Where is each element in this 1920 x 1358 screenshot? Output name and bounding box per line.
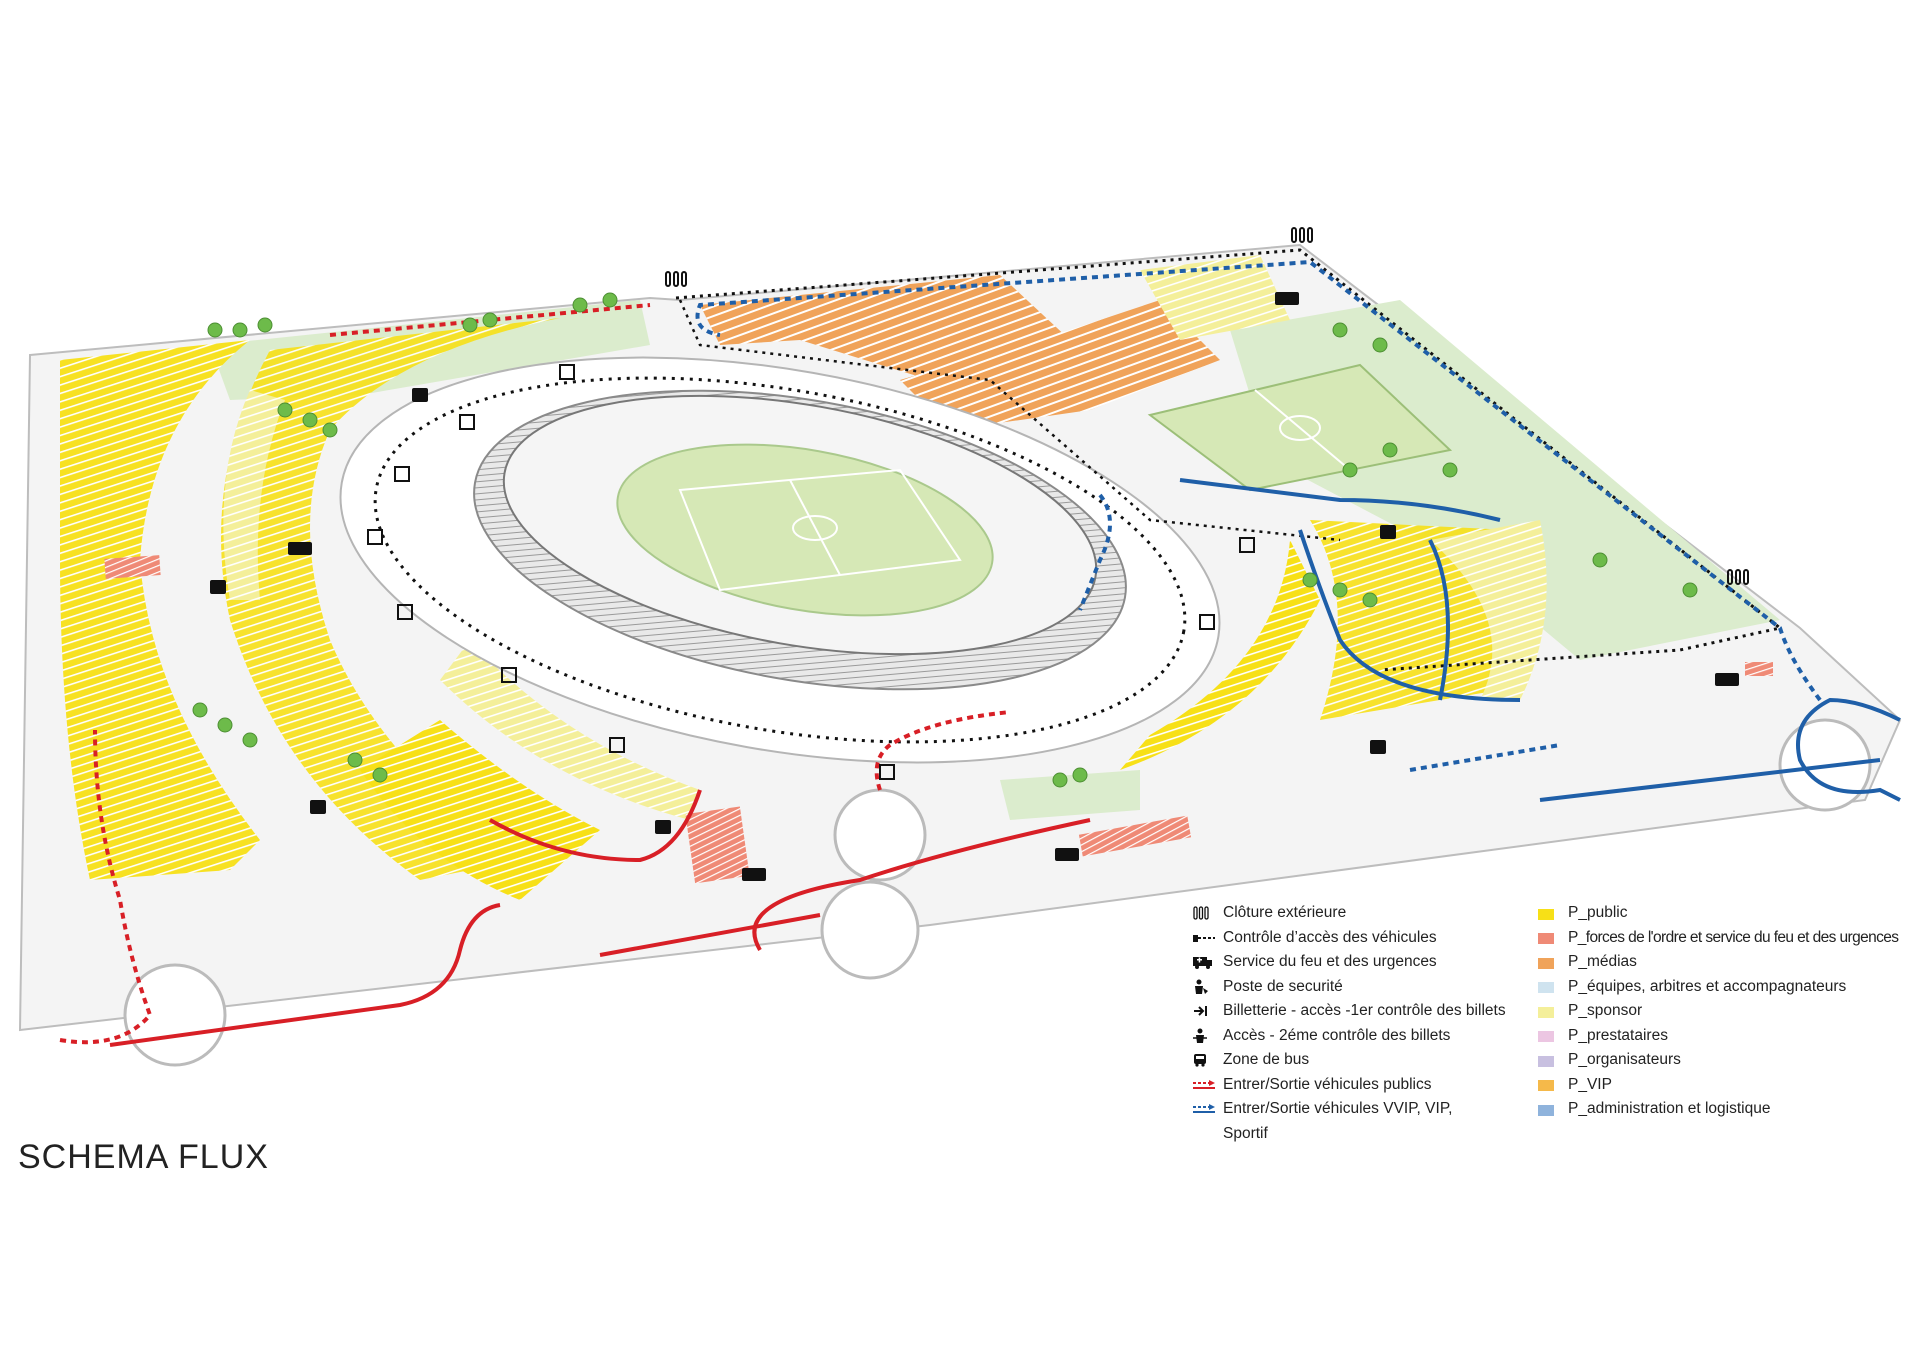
green-area-south [1000, 770, 1140, 820]
swatch-public [1538, 908, 1554, 920]
legend-label: Service du feu et des urgences [1223, 953, 1437, 970]
legend-item: P_public [1538, 901, 1918, 926]
legend-label: Contrôle d’accès des véhicules [1223, 928, 1437, 946]
parking-police-south [685, 806, 750, 884]
parking-public-southeast [1120, 540, 1320, 770]
swatch-vip [1538, 1080, 1554, 1091]
parking-public-west-outer [60, 340, 260, 880]
parking-sponsor-south [440, 640, 700, 820]
legend-item: P_organisateurs [1538, 1048, 1918, 1073]
legend-item: P_sponsor [1538, 999, 1918, 1024]
diagram-title: SCHEMA FLUX [18, 1138, 269, 1176]
legend-label: P_sponsor [1568, 1002, 1643, 1019]
inner-fence [678, 299, 1341, 542]
legend-item: P_prestataires [1538, 1024, 1918, 1049]
parking-public-west-inner [221, 318, 560, 880]
security-post-icon [1193, 975, 1223, 999]
swatch-admin [1538, 1104, 1554, 1116]
access-turnstile-icon [1193, 1024, 1223, 1048]
swatch-organisers [1538, 1055, 1554, 1067]
fire-truck-icon [1193, 950, 1223, 974]
parking-police-east [1745, 662, 1773, 676]
legend-label: P_prestataires [1568, 1026, 1668, 1044]
fence-icon [1193, 901, 1223, 925]
legend-item: Accès - 2éme contrôle des billets [1193, 1024, 1558, 1049]
parking-media-north [700, 275, 1070, 380]
legend-label: Billetterie - accès -1er contrôle des bi… [1223, 1002, 1506, 1019]
palm-trees [192, 292, 1698, 788]
legend-item: P_administration et logistique [1538, 1097, 1918, 1122]
stadium [473, 389, 1127, 691]
vip-vehicle-routes [695, 259, 1901, 802]
public-vehicle-routes [59, 303, 1091, 1047]
legend-item: Poste de securité [1193, 975, 1558, 1000]
legend-label: P_forces de l'ordre et service du feu et… [1568, 928, 1899, 946]
parking-sponsor-west [223, 390, 285, 600]
parking-sponsor-east [1430, 520, 1547, 700]
security-perimeter [373, 376, 1187, 744]
legend-item: Service du feu et des urgences [1193, 950, 1558, 975]
legend-item: P_VIP [1538, 1073, 1918, 1098]
legend-label: P_organisateurs [1568, 1051, 1681, 1068]
parking-public-south [360, 720, 600, 900]
legend-item: P_équipes, arbitres et accompagnateurs [1538, 975, 1918, 1000]
legend-label: Entrer/Sortie véhicules VVIP, VIP, Sport… [1223, 1100, 1453, 1142]
fence-marker-1 [665, 271, 687, 287]
parking-police-west [104, 555, 161, 579]
swatch-police [1538, 933, 1554, 944]
legend-item: Zone de bus [1193, 1048, 1558, 1073]
swatch-teams [1538, 982, 1554, 993]
legend-label: Poste de securité [1223, 977, 1343, 995]
legend-symbols: Clôture extérieure Contrôle d’accès des … [1193, 901, 1558, 1146]
legend-item: P_médias [1538, 950, 1918, 975]
legend-label: P_médias [1568, 953, 1637, 970]
legend-label: P_administration et logistique [1568, 1100, 1771, 1117]
ticket-gate-marker [367, 364, 1255, 780]
legend-item: P_forces de l'ordre et service du feu et… [1538, 926, 1918, 951]
swatch-media [1538, 957, 1554, 969]
blue-dashed-arrow-icon [1193, 1097, 1223, 1121]
legend-label: Clôture extérieure [1223, 904, 1347, 921]
fence-marker-3 [1727, 569, 1749, 585]
parking-police-southeast [1078, 815, 1192, 857]
legend-item: Contrôle d’accès des véhicules [1193, 926, 1558, 951]
legend-label: P_VIP [1568, 1075, 1612, 1093]
legend-label: Accès - 2éme contrôle des billets [1223, 1026, 1451, 1044]
legend-item: Clôture extérieure [1193, 901, 1558, 926]
vehicle-barrier-icon [1193, 926, 1223, 950]
legend-item: Billetterie - accès -1er contrôle des bi… [1193, 999, 1558, 1024]
legend-label: Zone de bus [1223, 1051, 1310, 1068]
ticket-gate-icon [1193, 999, 1223, 1023]
red-dashed-arrow-icon [1193, 1073, 1223, 1097]
legend-label: P_public [1568, 904, 1628, 921]
swatch-providers [1538, 1031, 1554, 1042]
legend-parking: P_public P_forces de l'ordre et service … [1538, 901, 1918, 1122]
legend-item: Entrer/Sortie véhicules VVIP, VIP, Sport… [1193, 1097, 1558, 1146]
outer-fence [675, 248, 1784, 672]
parking-sponsor-northeast [1140, 255, 1290, 340]
swatch-sponsor [1538, 1006, 1554, 1018]
legend-label: P_équipes, arbitres et accompagnateurs [1568, 977, 1847, 995]
fence-marker-2 [1291, 227, 1313, 243]
legend-label: Entrer/Sortie véhicules publics [1223, 1075, 1432, 1093]
legend-item: Entrer/Sortie véhicules publics [1193, 1073, 1558, 1098]
parking-media-northeast [900, 300, 1220, 430]
bus-marker [210, 388, 1396, 834]
fire-truck-marker [288, 292, 1739, 881]
training-pitch [1147, 363, 1453, 492]
bus-icon [1193, 1048, 1223, 1072]
